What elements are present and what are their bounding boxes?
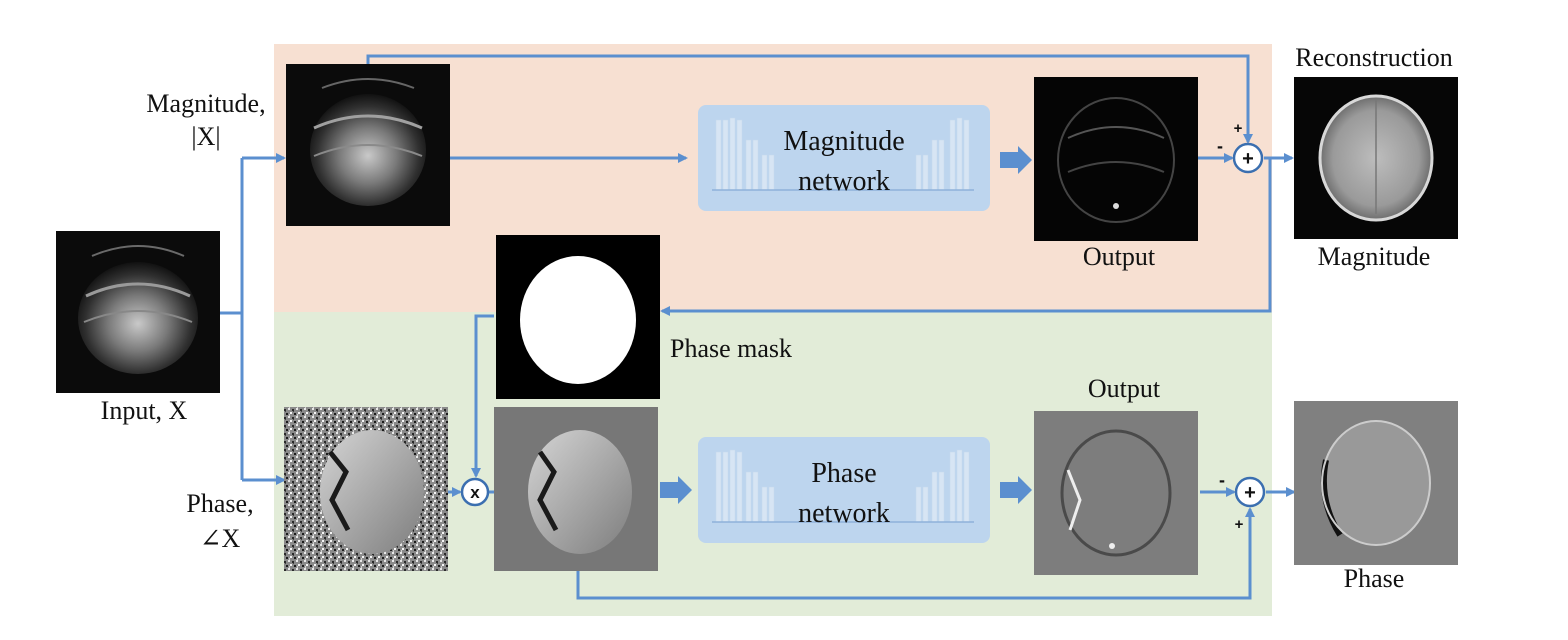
phase-network-to-output-block-arrow xyxy=(1000,476,1032,504)
phase-output-image xyxy=(1034,411,1198,575)
phase-network-box xyxy=(698,437,990,543)
input-label: Input, X xyxy=(101,396,188,425)
magnitude-skip-connector xyxy=(366,54,1253,144)
magnitude-plus-sign: + xyxy=(1234,120,1243,137)
magnitude-minus-sign: - xyxy=(1217,136,1223,156)
phase-mask-label: Phase mask xyxy=(670,334,792,363)
phase-minus-sign: - xyxy=(1219,470,1225,490)
recon-phase-label: Phase xyxy=(1344,564,1405,593)
reconstruction-label: Reconstruction xyxy=(1295,43,1452,72)
magnitude-network-box xyxy=(698,105,990,211)
network-to-output-block-arrow xyxy=(1000,146,1032,174)
magnitude-sum-symbol: + xyxy=(1242,148,1254,170)
magnitude-image xyxy=(286,64,450,226)
input-image xyxy=(56,231,220,393)
mask-to-multiply-connector xyxy=(471,314,494,478)
phase-input-label-1: Phase, xyxy=(186,489,253,518)
connectors xyxy=(220,54,1296,600)
magnitude-input-label-2: |X| xyxy=(191,122,220,151)
magnitude-input-label-1: Magnitude, xyxy=(146,89,265,118)
magnitude-network-title-2: network xyxy=(798,166,890,197)
magnitude-output-image xyxy=(1034,77,1198,241)
recon-phase-image xyxy=(1294,401,1458,565)
magnitude-sum-operator xyxy=(1232,142,1264,174)
magnitude-output-label: Output xyxy=(1083,242,1156,271)
phase-output-label: Output xyxy=(1088,374,1161,403)
multiply-symbol: x xyxy=(470,483,480,502)
masked-phase-image xyxy=(494,407,658,571)
recon-magnitude-image xyxy=(1294,77,1458,239)
phase-network-title-1: Phase xyxy=(811,458,876,489)
mask-feedback-connector xyxy=(660,158,1272,316)
recon-magnitude-label: Magnitude xyxy=(1318,242,1431,271)
multiply-operator xyxy=(460,477,490,507)
phase-sum-symbol: + xyxy=(1244,482,1256,504)
phase-mask-image xyxy=(496,235,660,399)
masked-phase-skip-connector xyxy=(576,507,1255,600)
phase-network-title-2: network xyxy=(798,498,890,529)
input-split-connector xyxy=(220,158,244,480)
magnitude-network-title-1: Magnitude xyxy=(783,126,904,157)
phase-image xyxy=(284,407,448,571)
phase-plus-sign: + xyxy=(1235,516,1244,533)
masked-phase-to-network-block-arrow xyxy=(660,476,692,504)
phase-sum-operator xyxy=(1234,476,1266,508)
phase-input-label-2: ∠X xyxy=(200,524,241,553)
